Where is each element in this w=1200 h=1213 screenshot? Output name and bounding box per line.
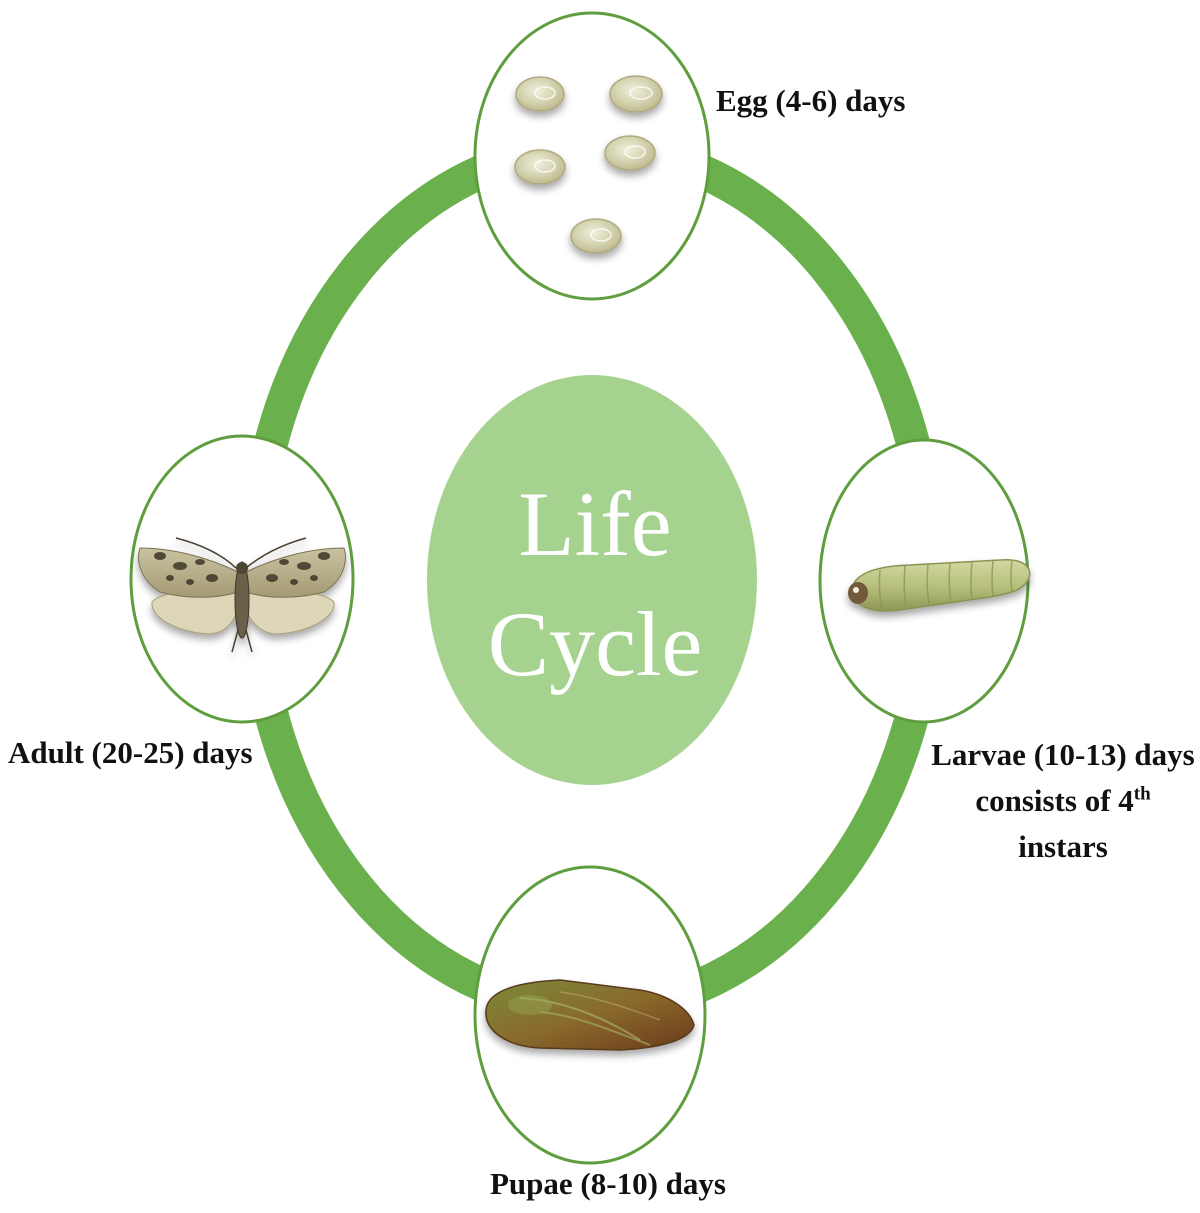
egg-1 xyxy=(515,76,565,112)
center-title-line1: Life xyxy=(518,473,672,575)
larvae-label-line2-main: consists of 4 xyxy=(975,783,1134,818)
adult-label: Adult (20-25) days xyxy=(8,735,253,770)
larvae-label-line2-sup: th xyxy=(1133,783,1151,805)
moth-image xyxy=(138,537,346,653)
center-title-line2: Cycle xyxy=(487,593,703,695)
pupae-label: Pupae (8-10) days xyxy=(490,1166,726,1201)
center-circle xyxy=(427,375,757,785)
larvae-label-line3: instars xyxy=(1018,829,1108,864)
egg-stage xyxy=(473,11,711,301)
larvae-label: Larvae (10-13) days consists of 4th inst… xyxy=(928,732,1198,870)
egg-label: Egg (4-6) days xyxy=(716,83,906,118)
adult-stage xyxy=(129,434,355,724)
pupa-image xyxy=(485,979,695,1051)
egg-2 xyxy=(609,75,663,113)
larvae-label-line1: Larvae (10-13) days xyxy=(931,737,1195,772)
egg-5 xyxy=(570,218,622,254)
egg-image xyxy=(514,75,663,254)
egg-4 xyxy=(604,135,656,171)
egg-circle xyxy=(473,11,711,301)
larva-image xyxy=(848,559,1031,612)
egg-3 xyxy=(514,149,566,185)
pupae-stage xyxy=(473,865,707,1165)
larvae-label-line2: consists of 4th xyxy=(928,778,1198,824)
larvae-stage xyxy=(818,438,1031,724)
